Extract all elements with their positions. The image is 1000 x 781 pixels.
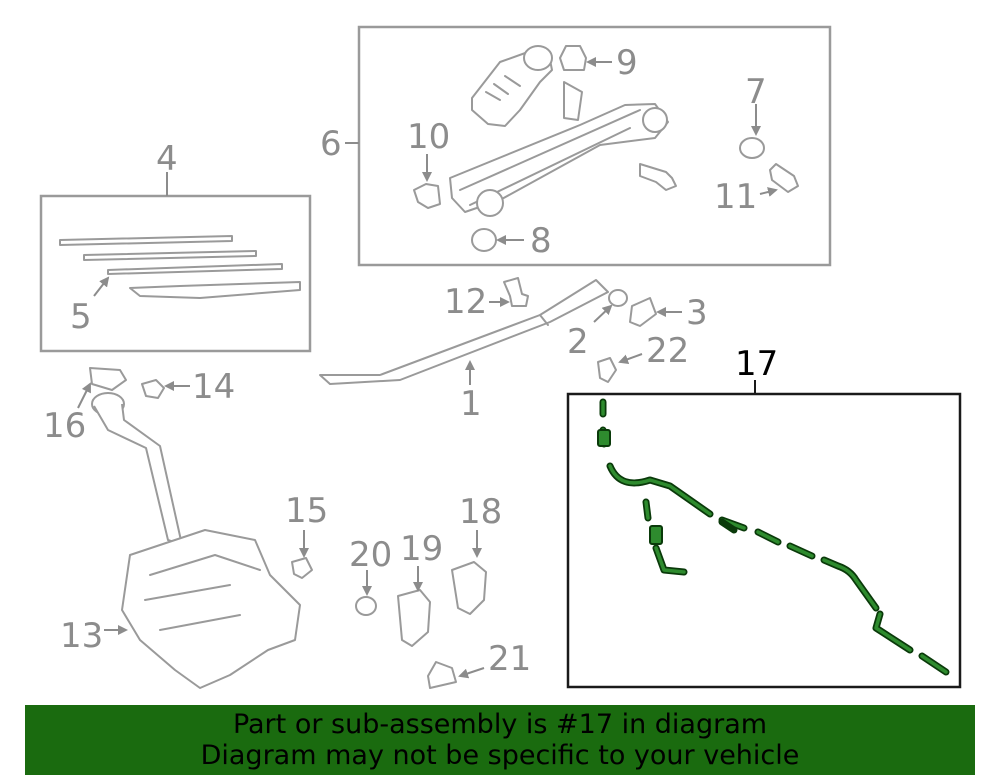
- part-10-grommet: [413, 183, 441, 209]
- callout-11: 11: [714, 177, 757, 217]
- wiper-arm: [319, 279, 609, 385]
- part-20-grommet: [355, 596, 377, 616]
- pivot-bolt: [639, 163, 677, 191]
- part-11-bolt: [769, 163, 799, 193]
- leader-lines: [77, 57, 778, 679]
- callout-7: 7: [745, 72, 767, 112]
- callout-6: 6: [320, 124, 342, 164]
- blade-group-box: [39, 194, 312, 353]
- part-12-nut: [503, 277, 529, 307]
- callout-13: 13: [60, 616, 103, 656]
- callout-4: 4: [156, 139, 178, 179]
- part-2-nut: [608, 289, 628, 307]
- banner-line-2: Diagram may not be specific to your vehi…: [200, 740, 800, 771]
- wiper-motor: [471, 45, 553, 127]
- callout-14: 14: [192, 367, 235, 407]
- linkage-group-box: [357, 25, 832, 267]
- part-16-seal: [89, 367, 127, 391]
- washer-reservoir: [91, 392, 301, 689]
- banner-line-1: Part or sub-assembly is #17 in diagram: [232, 709, 768, 740]
- callout-10: 10: [407, 117, 450, 157]
- callout-22: 22: [646, 331, 689, 371]
- callout-8: 8: [530, 221, 552, 261]
- part-21-connector: [427, 661, 457, 689]
- callout-12: 12: [444, 282, 487, 322]
- callout-19: 19: [400, 529, 443, 569]
- callout-17: 17: [735, 344, 778, 384]
- callout-3: 3: [686, 293, 708, 333]
- callout-18: 18: [459, 492, 502, 532]
- info-banner: Part or sub-assembly is #17 in diagram D…: [25, 705, 975, 775]
- callout-20: 20: [349, 535, 392, 575]
- callout-2: 2: [567, 322, 589, 362]
- callout-9: 9: [616, 43, 638, 83]
- callout-21: 21: [488, 639, 531, 679]
- callout-5: 5: [70, 297, 92, 337]
- wiper-linkage: [449, 81, 669, 217]
- washer-hose: [597, 398, 950, 676]
- part-7-cap: [739, 137, 765, 159]
- part-9-bushing: [559, 45, 587, 71]
- part-14-clip: [141, 379, 165, 399]
- part-22-nozzle: [597, 357, 617, 383]
- part-3-cap: [629, 297, 657, 327]
- part-18-pump: [451, 561, 487, 615]
- part-19-pump: [397, 589, 431, 647]
- wiper-blade-rubbers: [59, 235, 301, 299]
- part-15-grommet: [291, 557, 313, 579]
- callout-16: 16: [43, 406, 86, 446]
- part-8-bushing: [471, 228, 497, 252]
- callout-15: 15: [285, 491, 328, 531]
- hose-group-box: [566, 392, 962, 689]
- callout-1: 1: [460, 384, 482, 424]
